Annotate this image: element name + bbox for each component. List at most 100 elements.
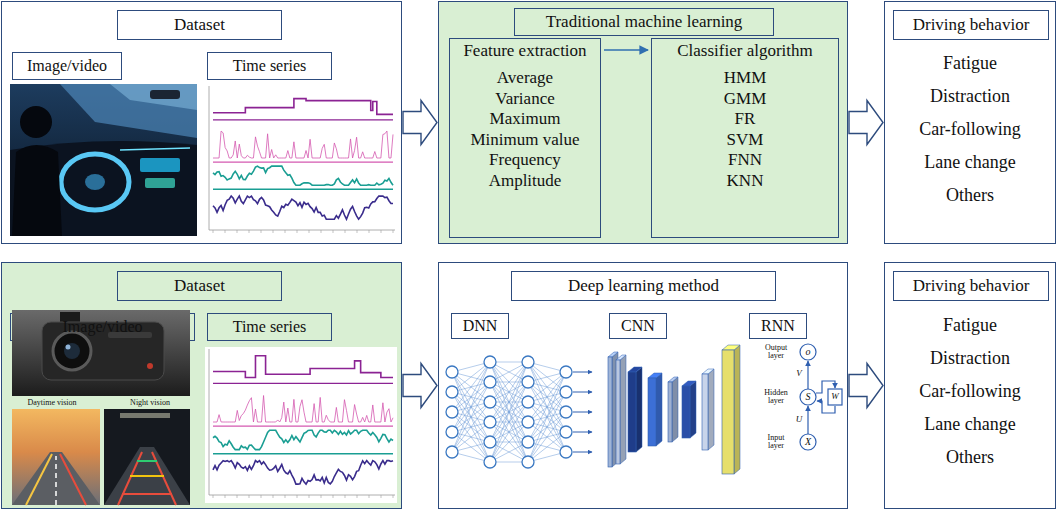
box-text: Driving behavior	[913, 276, 1030, 296]
dnn-network-part	[490, 362, 528, 462]
car-interior-photo-part	[10, 84, 197, 236]
time-series-chart-part	[209, 86, 210, 230]
step-arrow	[604, 49, 648, 51]
list-item: Amplitude	[489, 171, 562, 192]
time-series-chart-part	[249, 230, 250, 233]
dashcam-photo-part	[12, 310, 190, 396]
cnn-layers-part	[608, 357, 612, 467]
list-item: FNN	[728, 150, 762, 171]
time-series-chart-part	[381, 495, 382, 498]
behavior-panel: Driving behaviorFatigueDistractionCar-fo…	[884, 262, 1056, 509]
dnn-network-part	[452, 432, 490, 462]
cnn-layers-part	[734, 345, 740, 474]
dnn-network-part	[528, 362, 566, 392]
time-series-chart-part	[333, 230, 334, 233]
cnn-layers-part	[722, 345, 740, 350]
car-interior-photo-part	[12, 145, 62, 236]
cnn-layers-part	[668, 377, 678, 382]
dnn-network-part	[484, 416, 496, 428]
car-interior-photo-part	[60, 84, 197, 138]
box-heading: Feature extraction	[463, 41, 586, 61]
time-series-chart-part	[249, 495, 250, 498]
box-text: Time series	[233, 57, 307, 75]
dnn-network-part	[560, 446, 572, 458]
cnn-layers-part	[620, 355, 626, 464]
time-series-chart-part	[237, 495, 238, 498]
dnn-network-part	[528, 372, 566, 402]
behavior-item: Fatigue	[943, 47, 997, 80]
rnn-diagram-part	[800, 389, 816, 405]
behavior-item: Car-following	[919, 113, 1021, 146]
time-series-chart-part	[297, 495, 298, 498]
time-series-chart-part	[213, 396, 393, 422]
symbol-letter: W	[831, 392, 839, 401]
time-series-chart-part	[273, 230, 274, 233]
list-item: Maximum	[490, 109, 561, 130]
time-series-chart-part	[213, 99, 393, 115]
box-text: Driving behavior	[913, 15, 1030, 35]
panel: Deep learning methodDNNCNNRNN	[438, 262, 848, 509]
label-box: DNN	[451, 313, 509, 339]
time-series-chart-part	[393, 495, 394, 498]
figure-label: Input layer	[759, 434, 793, 451]
time-series-chart-part	[213, 230, 214, 233]
title-box: Traditional machine learning	[514, 8, 774, 36]
cnn-layers-part	[648, 378, 656, 446]
rnn-diagram-part	[828, 389, 842, 405]
behavior-item: Distraction	[930, 342, 1010, 375]
box-text: Dataset	[174, 276, 225, 296]
cnn-layers-part	[690, 381, 696, 438]
cnn-layers-part	[628, 372, 636, 452]
time-series-chart-part	[357, 230, 358, 233]
symbol-letter: S	[806, 392, 811, 403]
dnn-network-part	[573, 372, 592, 373]
cnn-layers-part	[616, 355, 626, 360]
list-item: FR	[735, 109, 756, 130]
symbol-letter: U	[796, 415, 803, 424]
cnn-layers-part	[682, 381, 696, 386]
time-series-chart-part	[345, 230, 346, 233]
time-series-chart-part	[273, 495, 274, 498]
classifier-box: Classifier algorithmHMMGMMFRSVMFNNKNN	[651, 38, 839, 238]
time-series-chart-part	[213, 495, 214, 498]
car-interior-photo-part	[61, 154, 129, 210]
cnn-layers-part	[608, 352, 618, 357]
behavior-item: Others	[946, 441, 994, 474]
dnn-network-part	[528, 362, 566, 452]
dnn-network-part	[573, 392, 592, 393]
time-series-chart-part	[309, 230, 310, 233]
rnn-diagram-part	[800, 434, 816, 450]
behavior-item: Fatigue	[943, 309, 997, 342]
time-series-chart-part	[285, 230, 286, 233]
box-text: RNN	[761, 317, 795, 335]
flow-arrow	[849, 364, 883, 408]
list-item: Minimum value	[470, 130, 579, 151]
dashcam-photo-part	[66, 345, 71, 350]
daytime-road-photo-part	[12, 452, 100, 505]
time-series-chart-part	[213, 131, 393, 158]
symbol-letter: V	[796, 369, 802, 378]
behavior-item: Lane change	[924, 408, 1015, 441]
time-series-chart-part	[213, 461, 393, 484]
time-series-chart-part	[357, 495, 358, 498]
symbol-letter: X	[805, 437, 811, 448]
dnn-network-part	[573, 412, 592, 413]
dnn-network-part	[446, 426, 458, 438]
night-parking-photo-part	[152, 452, 176, 505]
label-box: RNN	[749, 313, 807, 339]
dnn-network-part	[490, 402, 528, 462]
cnn-layers-part	[648, 373, 662, 378]
time-series-chart-part	[213, 430, 393, 449]
dnn-network-part	[446, 366, 458, 378]
dnn-network-part	[528, 432, 566, 462]
title-box: Driving behavior	[893, 271, 1049, 301]
night-parking-photo-part	[118, 452, 142, 505]
car-interior-photo-part	[150, 90, 180, 99]
list-item: GMM	[724, 89, 767, 110]
box-heading: Classifier algorithm	[677, 41, 813, 61]
time-series-chart	[205, 84, 397, 238]
time-series-chart-part	[213, 356, 393, 378]
list-item: KNN	[727, 171, 764, 192]
figure-label: Output layer	[759, 344, 793, 361]
